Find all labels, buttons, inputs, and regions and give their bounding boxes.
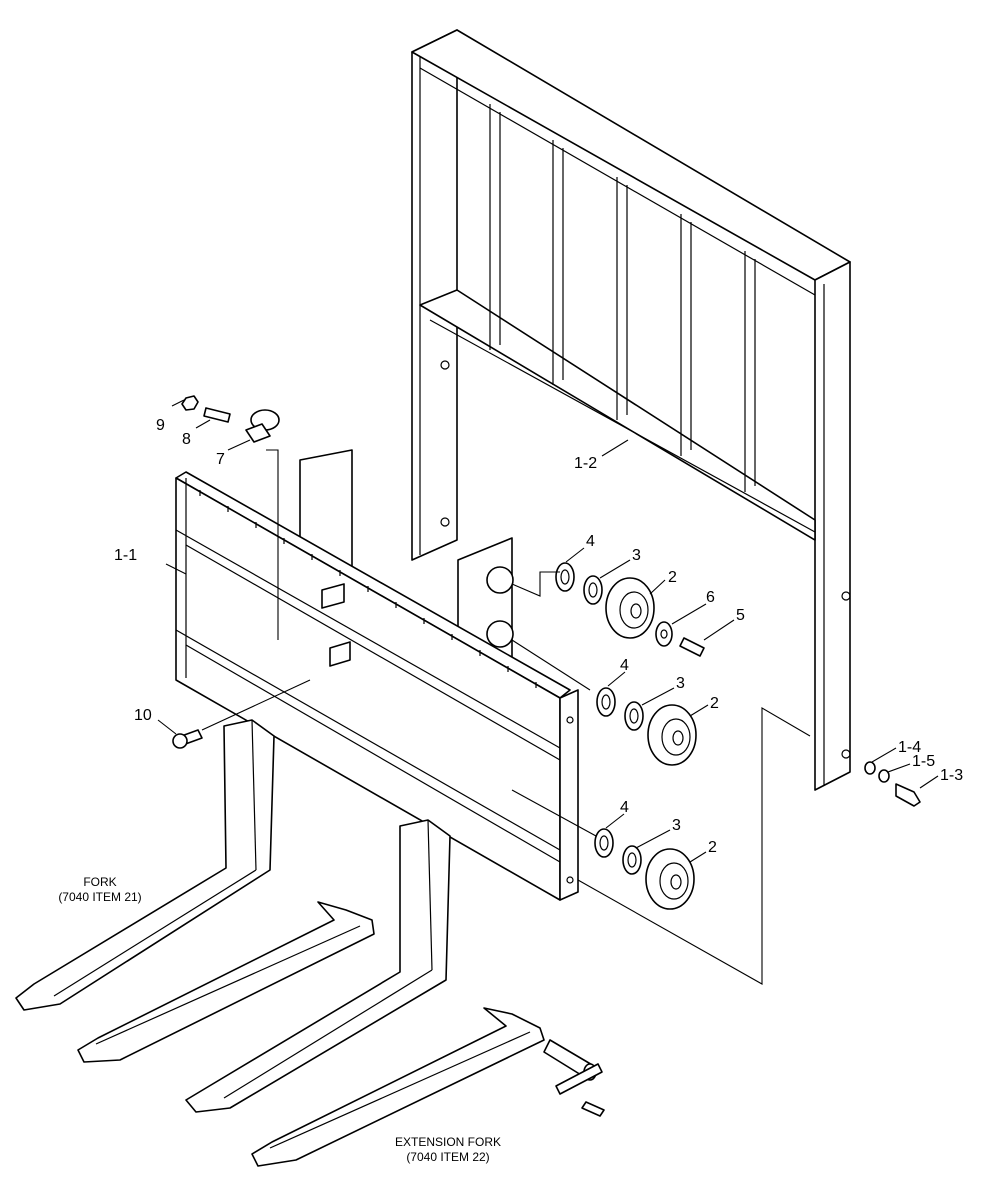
fork-caption-line1: FORK [83, 875, 116, 889]
callout-3-bottom: 3 [672, 817, 681, 834]
callout-1-3: 1-3 [940, 767, 963, 784]
callout-3-top: 3 [632, 547, 641, 564]
fork-left [15, 719, 275, 1011]
callout-9: 9 [156, 417, 165, 434]
callout-labels: 1-1 1-2 1-3 1-4 1-5 2 2 2 3 3 3 4 4 4 5 … [114, 417, 963, 856]
shim-washer-middle [596, 687, 616, 717]
retainer-bolt [679, 637, 705, 657]
roller-assembly-bottom [594, 828, 695, 910]
callout-2-middle: 2 [710, 695, 719, 712]
extension-fork-left [77, 901, 375, 1063]
thrust-washer-top [583, 575, 603, 605]
load-backrest [411, 29, 851, 791]
callout-1-1: 1-1 [114, 547, 137, 564]
roller-bearing-top [605, 577, 655, 639]
washer-1-4 [864, 761, 876, 775]
shim-washer-bottom [594, 828, 614, 858]
callout-5: 5 [736, 607, 745, 624]
extension-fork-caption-line2: (7040 ITEM 22) [406, 1150, 489, 1164]
washer-1-5 [878, 769, 890, 783]
callout-10: 10 [134, 707, 152, 724]
callout-4-top: 4 [586, 533, 595, 550]
callout-2-bottom: 2 [708, 839, 717, 856]
thrust-washer-middle [624, 701, 644, 731]
callout-4-bottom: 4 [620, 799, 629, 816]
shim-washer-top [555, 562, 575, 592]
callout-1-5: 1-5 [912, 753, 935, 770]
callout-1-2: 1-2 [574, 455, 597, 472]
callout-4-middle: 4 [620, 657, 629, 674]
bolt-1-3 [895, 783, 921, 807]
retainer-washer [655, 621, 673, 647]
fastener-hardware [172, 395, 921, 807]
hex-nut [181, 395, 199, 411]
leader-lines [157, 399, 939, 985]
roller-bearing-middle [647, 704, 697, 766]
callout-3-middle: 3 [676, 675, 685, 692]
callout-6: 6 [706, 589, 715, 606]
roller-bearing-bottom [645, 848, 695, 910]
thrust-washer-bottom [622, 845, 642, 875]
extension-pin-assembly [543, 1039, 605, 1117]
extension-fork-caption-line1: EXTENSION FORK [395, 1135, 501, 1149]
fork-caption-line2: (7040 ITEM 21) [58, 890, 141, 904]
captions: FORK (7040 ITEM 21) EXTENSION FORK (7040… [58, 875, 501, 1164]
stud-bolt [203, 407, 231, 423]
roller-assembly-middle [596, 687, 697, 766]
fork-carriage [175, 471, 579, 901]
callout-7: 7 [216, 451, 225, 468]
extension-fork-right [251, 1007, 545, 1167]
callout-1-4: 1-4 [898, 739, 921, 756]
callout-8: 8 [182, 431, 191, 448]
callout-2-top: 2 [668, 569, 677, 586]
fork-right [185, 819, 451, 1113]
roller-assembly-top [555, 562, 705, 657]
